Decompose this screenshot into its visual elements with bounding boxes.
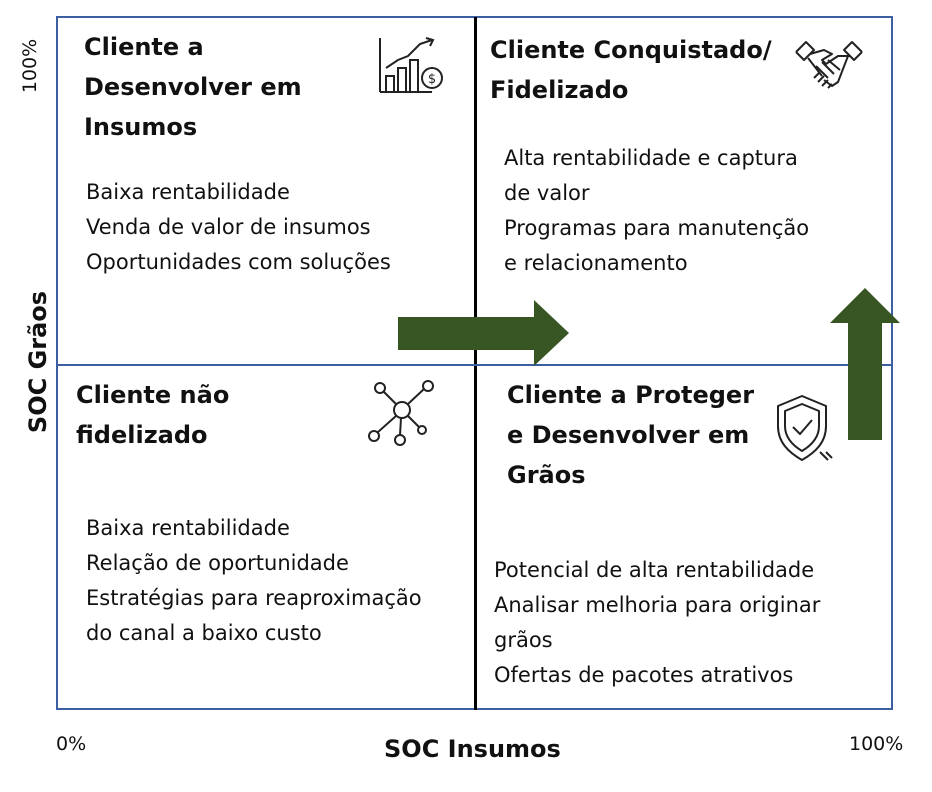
arrow-up <box>830 288 900 440</box>
body-line: de valor <box>504 181 590 205</box>
svg-text:$: $ <box>428 72 436 87</box>
quadrant-title-top-left: Cliente a Desenvolver em Insumos <box>84 27 302 147</box>
title-line: fidelizado <box>76 421 208 449</box>
body-line: Oportunidades com soluções <box>86 250 391 274</box>
title-line: Cliente a Proteger <box>507 381 755 409</box>
body-line: Ofertas de pacotes atrativos <box>494 663 794 687</box>
quadrant-title-top-right: Cliente Conquistado/ Fidelizado <box>490 30 772 110</box>
shield-check-icon <box>777 395 833 461</box>
body-line: grãos <box>494 628 553 652</box>
quadrant-body-bottom-right: Potencial de alta rentabilidade Analisar… <box>494 553 820 693</box>
title-line: e Desenvolver em <box>507 421 750 449</box>
title-line: Fidelizado <box>490 76 629 104</box>
body-line: Venda de valor de insumos <box>86 215 371 239</box>
title-line: Desenvolver em <box>84 73 302 101</box>
body-line: Relação de oportunidade <box>86 551 349 575</box>
horizontal-divider <box>57 364 893 366</box>
quadrant-body-top-left: Baixa rentabilidade Venda de valor de in… <box>86 175 391 280</box>
arrow-right-shape <box>398 300 569 366</box>
y-axis-title: SOC Grãos <box>24 290 52 434</box>
arrow-up-shape <box>830 288 900 440</box>
body-line: Programas para manutenção <box>504 216 810 240</box>
handshake-icon <box>795 41 863 89</box>
body-line: Potencial de alta rentabilidade <box>494 558 815 582</box>
title-line: Cliente Conquistado/ <box>490 36 772 64</box>
x-axis-min-label: 0% <box>56 733 87 755</box>
body-line: Estratégias para reaproximação <box>86 586 422 610</box>
body-line: e relacionamento <box>504 251 688 275</box>
title-line: Cliente não <box>76 381 230 409</box>
vertical-divider <box>474 17 477 710</box>
x-axis-max-label: 100% <box>849 733 904 755</box>
y-axis-max-label: 100% <box>19 38 41 94</box>
arrow-right <box>398 300 569 366</box>
body-line: do canal a baixo custo <box>86 621 322 645</box>
title-line: Cliente a <box>84 33 204 61</box>
body-line: Analisar melhoria para originar <box>494 593 821 617</box>
quadrant-title-bottom-left: Cliente não fidelizado <box>76 375 229 455</box>
x-axis-title: SOC Insumos <box>384 735 561 763</box>
quadrant-body-top-right: Alta rentabilidade e captura de valor Pr… <box>504 141 809 281</box>
growth-chart-icon: $ <box>379 37 443 93</box>
body-line: Alta rentabilidade e captura <box>504 146 798 170</box>
body-line: Baixa rentabilidade <box>86 516 290 540</box>
title-line: Grãos <box>507 461 586 489</box>
body-line: Baixa rentabilidade <box>86 180 290 204</box>
quadrant-body-bottom-left: Baixa rentabilidade Relação de oportunid… <box>86 511 422 651</box>
title-line: Insumos <box>84 113 198 141</box>
quadrant-title-bottom-right: Cliente a Proteger e Desenvolver em Grão… <box>507 375 754 495</box>
network-icon <box>368 380 434 446</box>
